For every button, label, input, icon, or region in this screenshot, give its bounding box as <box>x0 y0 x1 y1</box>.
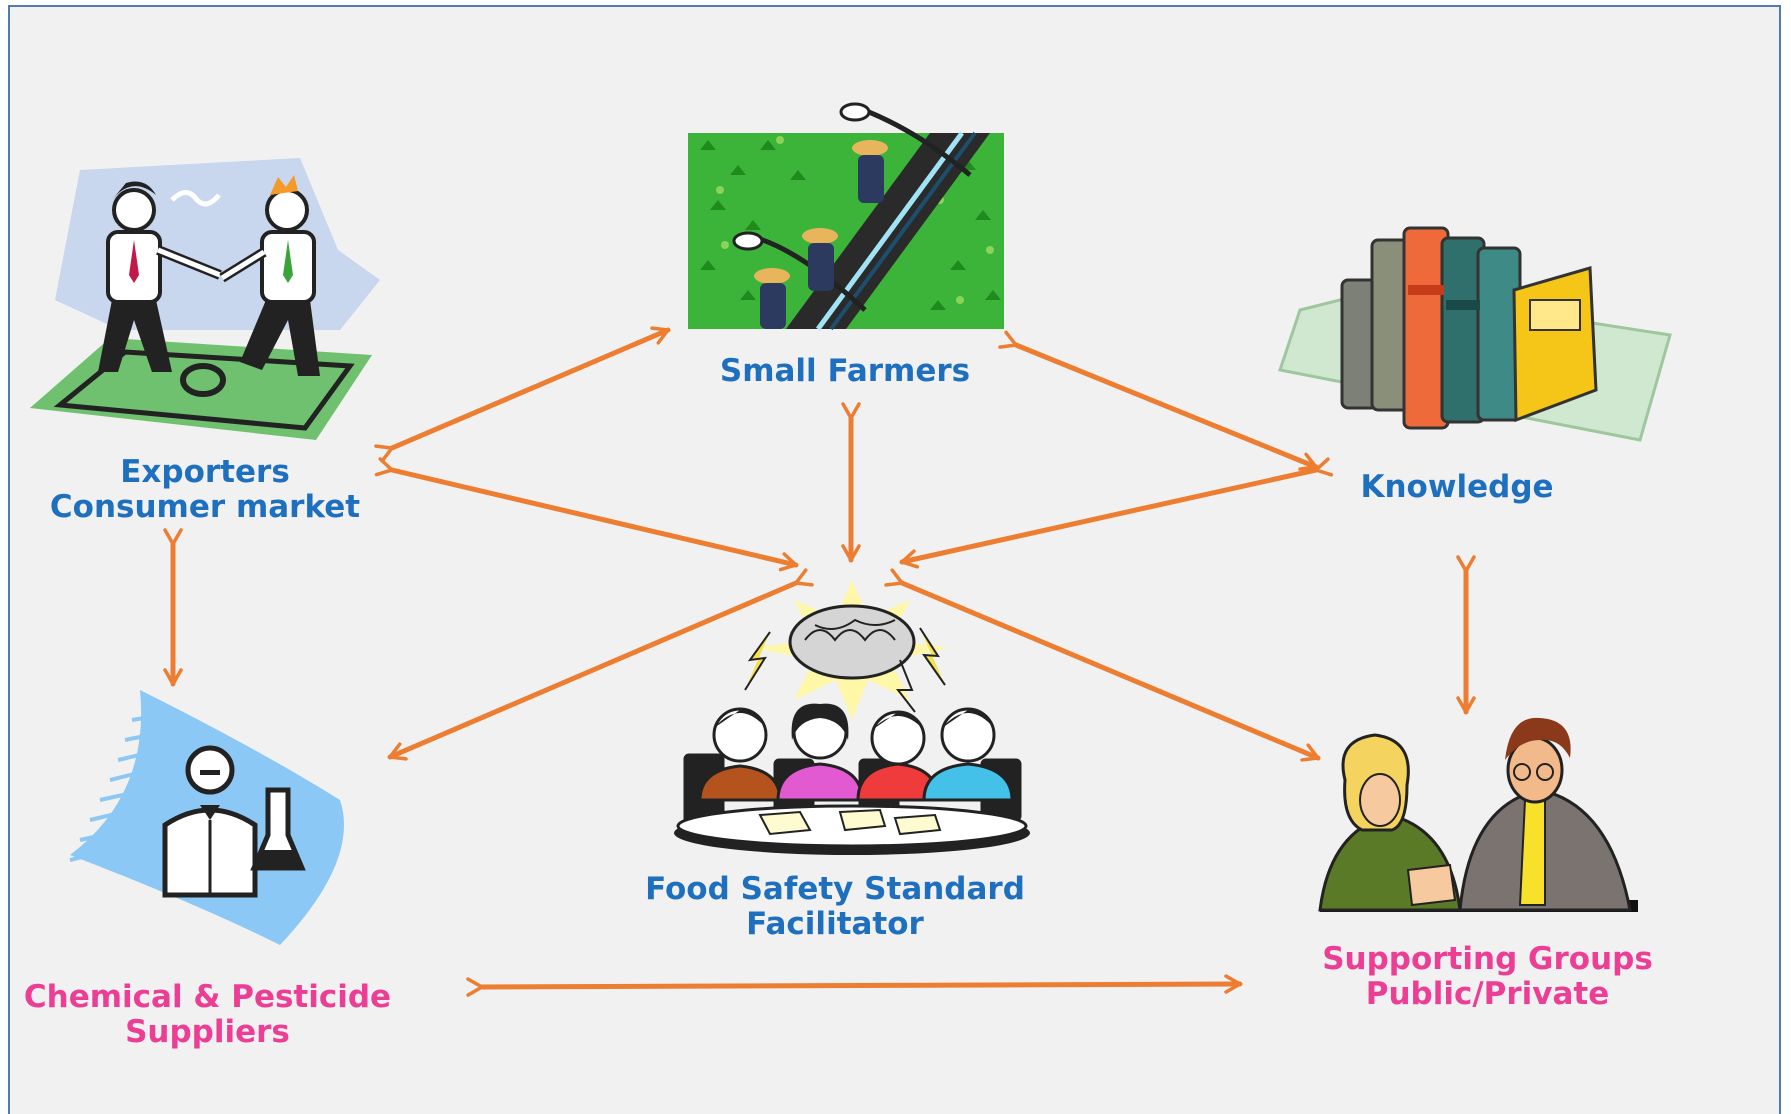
exporters-line-2: Consumer market <box>49 489 361 525</box>
businessmen-handshake-icon <box>30 158 380 440</box>
node-exporters-label: Exporters Consumer market <box>30 455 380 525</box>
node-small-farmers-label: Small Farmers <box>690 354 1000 389</box>
supporting-line-2: Public/Private <box>1365 976 1610 1012</box>
chemical-line-1: Chemical & Pesticide <box>23 979 392 1015</box>
arrow-smallfarmers-knowledge <box>998 330 1319 471</box>
exporters-line-1: Exporters <box>120 454 290 490</box>
node-chemical-label: Chemical & Pesticide Suppliers <box>10 980 405 1050</box>
arrow-facilitator-chemical <box>387 568 814 761</box>
arrows-group <box>163 326 1476 997</box>
node-facilitator-label: Food Safety Standard Facilitator <box>630 872 1040 942</box>
arrow-facilitator-supporting <box>884 568 1321 762</box>
farm-workers-field-icon <box>688 102 1004 331</box>
scientist-lab-icon <box>69 690 344 945</box>
arrow-chemical-supporting <box>466 974 1243 997</box>
knowledge-line-1: Knowledge <box>1360 469 1554 505</box>
arrow-exporters-smallfarmers <box>374 326 671 463</box>
books-icon <box>1278 226 1672 442</box>
supporting-line-1: Supporting Groups <box>1322 941 1653 977</box>
facilitator-line-1: Food Safety Standard <box>645 871 1025 907</box>
chemical-line-2: Suppliers <box>125 1014 290 1050</box>
arrow-knowledge-facilitator <box>899 457 1334 569</box>
business-people-reviewing-icon <box>1318 717 1638 912</box>
node-knowledge-label: Knowledge <box>1340 470 1574 505</box>
arrow-exporters-facilitator <box>374 457 799 572</box>
meeting-brainstorm-icon <box>674 580 1030 855</box>
node-supporting-label: Supporting Groups Public/Private <box>1300 942 1675 1012</box>
facilitator-line-2: Facilitator <box>746 906 924 942</box>
small-farmers-line-1: Small Farmers <box>719 353 971 389</box>
